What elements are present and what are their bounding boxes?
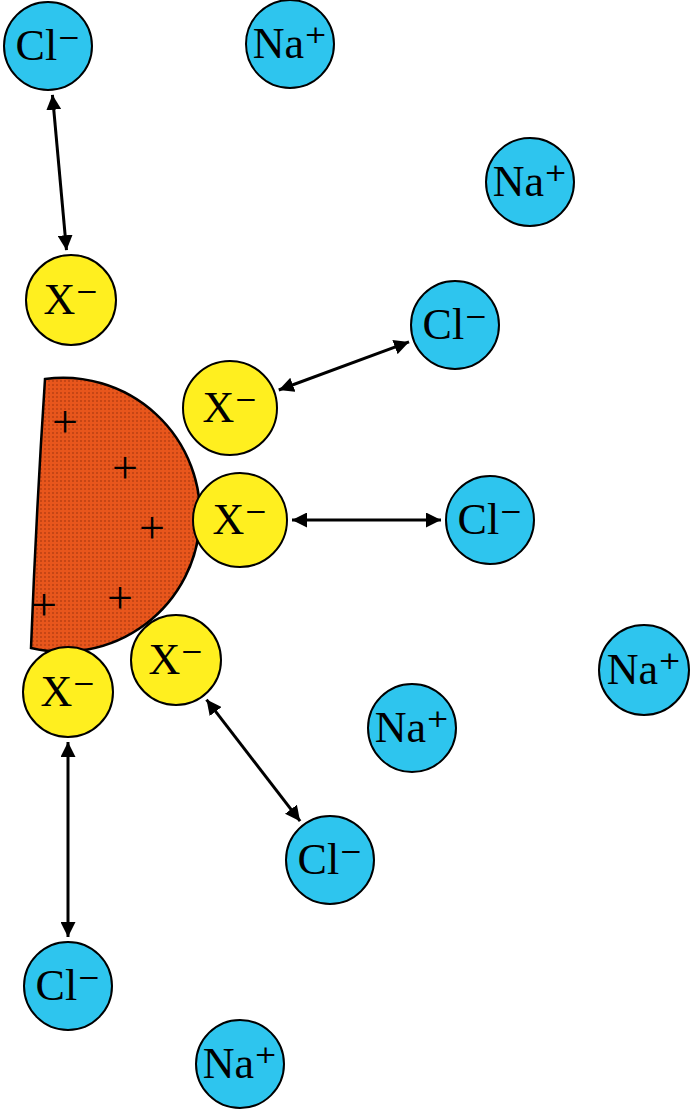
charge-sign: +: [52, 399, 78, 445]
particle-body: [31, 378, 200, 652]
attraction-arrow: [292, 519, 441, 522]
counter-ion: X⁻: [192, 472, 288, 568]
attraction-arrow: [67, 742, 70, 937]
ion-label: X⁻: [203, 386, 258, 430]
charge-sign: +: [107, 575, 133, 621]
ion-label: Cl⁻: [458, 498, 523, 542]
sodium-ion: Na⁺: [195, 1019, 285, 1109]
counter-ion: X⁻: [25, 254, 117, 346]
ion-label: X⁻: [213, 498, 268, 542]
counter-ion: X⁻: [22, 646, 114, 738]
ion-label: X⁻: [44, 278, 99, 322]
sodium-ion: Na⁺: [485, 137, 575, 227]
attraction-arrow: [52, 95, 66, 250]
ion-label: X⁻: [41, 670, 96, 714]
charged-particle: +++++: [28, 376, 200, 652]
charge-sign: +: [31, 582, 57, 628]
chloride-ion: Cl⁻: [285, 815, 375, 905]
sodium-ion: Na⁺: [245, 0, 335, 89]
ion-label: Cl⁻: [423, 303, 488, 347]
ion-label: X⁻: [149, 638, 204, 682]
ion-label: Cl⁻: [36, 964, 101, 1008]
ion-label: Cl⁻: [298, 838, 363, 882]
charge-sign: +: [139, 505, 165, 551]
ion-label: Na⁺: [253, 22, 328, 66]
ion-label: Na⁺: [607, 648, 682, 692]
counter-ion: X⁻: [182, 360, 278, 456]
ion-label: Cl⁻: [16, 24, 81, 68]
sodium-ion: Na⁺: [598, 624, 690, 716]
sodium-ion: Na⁺: [367, 683, 457, 773]
counter-ion: X⁻: [130, 614, 222, 706]
ion-label: Na⁺: [375, 706, 450, 750]
chloride-ion: Cl⁻: [23, 941, 113, 1031]
attraction-arrow: [279, 342, 409, 390]
attraction-arrow: [207, 700, 301, 822]
chloride-ion: Cl⁻: [3, 1, 93, 91]
charge-sign: +: [112, 445, 138, 491]
ion-label: Na⁺: [203, 1042, 278, 1086]
chloride-ion: Cl⁻: [445, 475, 535, 565]
ion-label: Na⁺: [493, 160, 568, 204]
chloride-ion: Cl⁻: [410, 280, 500, 370]
